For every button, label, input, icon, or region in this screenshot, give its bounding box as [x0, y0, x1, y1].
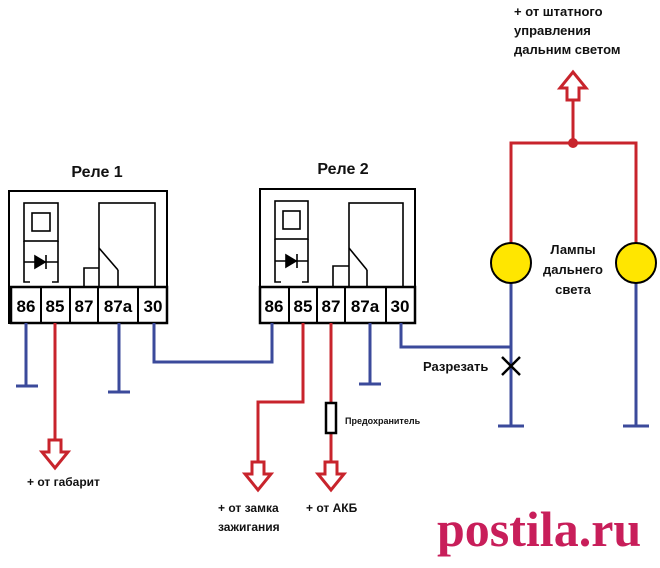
- relay-2: 86 85 87 87a 30 Реле 2: [258, 161, 417, 325]
- lamp-1-icon: [490, 242, 532, 284]
- watermark-logo: postila.ru: [437, 501, 641, 557]
- arrow-down-icon: [314, 460, 348, 493]
- relay-2-coil-core: [282, 210, 301, 230]
- relay-1-pin-85: 85: [46, 297, 65, 316]
- relay-1: 86 85 87 87a 30 Реле 1: [8, 164, 169, 325]
- wire-r2-85-ignition: [256, 323, 305, 462]
- relay-2-pin-87: 87: [322, 297, 341, 316]
- relay-1-pin-30: 30: [144, 297, 163, 316]
- arrows: [38, 69, 590, 493]
- arrow-down-icon: [38, 438, 72, 471]
- label-stock-control-2: управления: [514, 23, 591, 38]
- wire-r1-30-to-r2-86: [152, 323, 274, 364]
- relay-1-pin-strip: [9, 285, 169, 325]
- relay-1-pin-87: 87: [75, 297, 94, 316]
- relay-2-contact-icon: [348, 247, 368, 271]
- relay-1-coil-core: [31, 212, 51, 232]
- label-fuse: Предохранитель: [345, 416, 421, 426]
- relay-2-pin-strip: [258, 285, 417, 325]
- relay-2-internals: [274, 200, 404, 288]
- label-stock-control-3: дальним светом: [514, 42, 621, 57]
- relay-1-coil-icon: [23, 202, 59, 242]
- relay-1-diode-icon: [34, 254, 47, 270]
- relay-1-contact-icon: [98, 247, 119, 271]
- wire-r2-30-to-lamp: [399, 323, 511, 349]
- label-stock-control-1: + от штатного: [514, 4, 603, 19]
- relay-1-pin-86: 86: [17, 297, 36, 316]
- relay-2-diode-icon: [285, 253, 298, 269]
- label-cut: Разрезать: [423, 359, 488, 374]
- label-lamps-1: Лампы: [550, 242, 595, 257]
- relay-2-pin-87a: 87a: [351, 297, 380, 316]
- junction-dot: [568, 138, 578, 148]
- relay-2-coil-icon: [274, 200, 309, 240]
- label-lamps-3: света: [555, 282, 591, 297]
- arrow-up-icon: [556, 69, 590, 102]
- label-ignition-2: зажигания: [218, 520, 280, 534]
- relay-2-pin-30: 30: [391, 297, 410, 316]
- relay-1-title: Реле 1: [71, 164, 122, 181]
- label-lamps-2: дальнего: [543, 262, 603, 277]
- label-battery: + от АКБ: [306, 501, 358, 515]
- wire-lamps-feed: [509, 141, 638, 243]
- relay-1-pin-87a: 87a: [104, 297, 133, 316]
- ground-wires: [16, 283, 649, 428]
- label-marker: + от габарит: [27, 475, 100, 489]
- relay-1-internals: [23, 202, 156, 288]
- fuse-icon: [324, 401, 338, 435]
- relay-2-title: Реле 2: [317, 161, 368, 178]
- relay-2-pin-85: 85: [294, 297, 313, 316]
- arrow-down-icon: [241, 460, 275, 493]
- label-ignition-1: + от замка: [218, 501, 279, 515]
- lamp-2-icon: [615, 242, 657, 284]
- relay-2-pin-86: 86: [265, 297, 284, 316]
- cut-x-icon: [501, 356, 521, 376]
